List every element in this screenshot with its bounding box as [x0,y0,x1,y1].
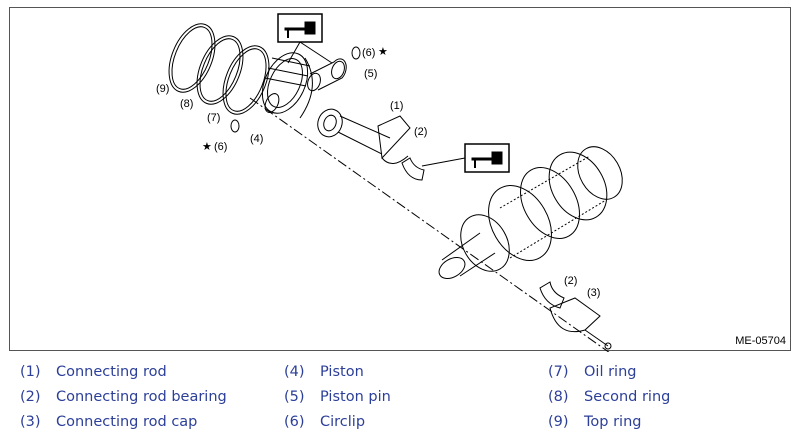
legend-item: (3)Connecting rod cap [20,414,198,430]
crankshaft [438,146,623,279]
legend-item: (9)Top ring [548,414,642,430]
legend-item: (4)Piston [284,364,364,380]
callout-8: (8) [180,98,193,110]
callout-2: (2) [414,126,427,138]
oil-ring [222,45,270,115]
star-mark: ★ [378,46,388,58]
legend-item: (8)Second ring [548,389,671,405]
legend-item: (2)Connecting rod bearing [20,389,227,405]
callout-9: (9) [156,83,169,95]
center-line [249,97,610,352]
exploded-diagram: (9) (8) (7) (4) ★ (6) (6) ★ (5) (1) (2) … [9,7,791,352]
callout-6b: (6) [214,141,227,153]
piston-pin [307,58,347,92]
top-ring [168,23,216,93]
oil-can-icon [464,143,510,173]
figure-id: ME-05704 [735,335,786,347]
legend-item: (6)Circlip [284,414,366,430]
legend-item: (7)Oil ring [548,364,637,380]
callout-4: (4) [250,133,263,145]
legend-item: (1)Connecting rod [20,364,167,380]
callout-1: (1) [390,100,403,112]
callout-7: (7) [207,112,220,124]
callout-6a: (6) [362,47,375,59]
oil-can-icon [277,13,323,43]
circlip [230,46,361,133]
callout-5: (5) [364,68,377,80]
star-mark: ★ [202,141,212,153]
connecting-rod-bearing-upper [401,157,425,181]
leader-lines [287,41,466,167]
connecting-rod-cap [549,297,612,350]
piston [261,52,313,119]
diagram-drawing: (9) (8) (7) (4) ★ (6) (6) ★ (5) (1) (2) … [156,13,623,352]
callout-3: (3) [587,287,600,299]
connecting-rod [317,108,411,164]
second-ring [196,35,244,105]
legend-item: (5)Piston pin [284,389,391,405]
callout-2b: (2) [564,275,577,287]
connecting-rod-bearing-lower [539,281,565,309]
